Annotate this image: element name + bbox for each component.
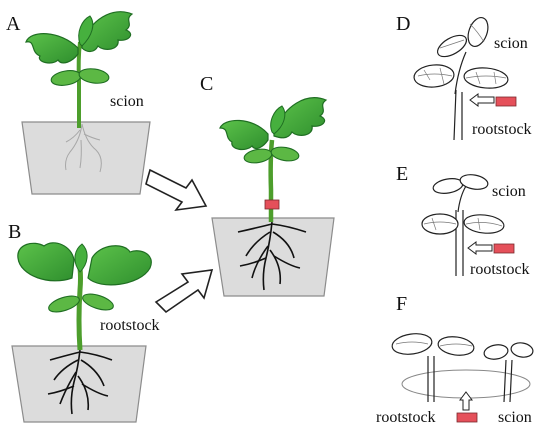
cotyledon-c-left — [243, 148, 273, 164]
panel-label-b: B — [8, 221, 22, 243]
panel-label-f: F — [396, 293, 408, 315]
panel-b-rootstock-plant — [11, 242, 152, 423]
label-d-rootstock: rootstock — [472, 121, 532, 138]
panel-c-grafted-plant — [211, 97, 335, 297]
graft-clip-icon — [264, 199, 280, 210]
rootstock-cotyledon-d-right — [463, 67, 509, 89]
panel-f-line-drawing — [391, 333, 534, 411]
scion-cotyledon-e-right — [459, 174, 489, 190]
cotyledon-b-left — [48, 295, 80, 313]
roots-c — [237, 221, 307, 291]
right-arrow-icon — [145, 168, 208, 212]
stem-d-rootstock — [453, 89, 463, 141]
stem-d-scion — [454, 51, 467, 95]
cotyledon-b-right — [82, 293, 114, 311]
faint-roots-a — [65, 123, 102, 173]
graft-clip-icon — [456, 412, 478, 423]
stem-a — [76, 41, 82, 128]
leaf-b-top — [74, 243, 88, 273]
panel-label-a: A — [6, 13, 21, 35]
cotyledon-f-right-2 — [510, 342, 534, 358]
leaf-c-right — [273, 97, 328, 139]
scion-cotyledon-d-2 — [467, 16, 489, 48]
stem-f-right — [503, 359, 513, 403]
label-f-scion: scion — [498, 409, 532, 426]
stem-e-scion — [457, 185, 467, 213]
roots-b — [47, 349, 113, 415]
stem-c — [268, 139, 275, 222]
label-f-rootstock: rootstock — [376, 409, 436, 426]
left-arrow-icon — [467, 241, 493, 255]
pot-b — [11, 345, 147, 423]
panel-label-d: D — [396, 13, 411, 35]
cotyledon-f-left-1 — [391, 333, 433, 355]
up-arrow-icon — [459, 391, 473, 411]
cotyledon-a-right — [78, 68, 110, 84]
leaf-a-top — [78, 15, 94, 47]
rootstock-cotyledon-e-right — [463, 214, 505, 234]
pot-c — [211, 217, 335, 297]
label-a-scion: scion — [110, 93, 144, 110]
leaf-c-left — [219, 119, 269, 151]
panel-e-line-drawing — [421, 174, 505, 276]
label-e-rootstock: rootstock — [470, 261, 530, 278]
cotyledon-f-right-1 — [483, 344, 509, 360]
panel-d-line-drawing — [413, 16, 509, 141]
graft-clip-icon — [493, 243, 515, 254]
cotyledon-f-left-2 — [437, 336, 475, 356]
stem-b — [76, 267, 83, 351]
label-e-scion: scion — [492, 183, 526, 200]
stem-f-left — [427, 356, 435, 402]
right-arrow-icon — [154, 269, 214, 314]
left-arrow-icon — [469, 93, 495, 107]
label-d-scion: scion — [494, 35, 528, 52]
panel-label-c: C — [200, 73, 214, 95]
leaf-a-right — [81, 11, 134, 53]
graft-clip-icon — [495, 96, 517, 107]
pot-a — [21, 121, 151, 195]
scion-cotyledon-e-left — [432, 178, 464, 194]
panel-label-e: E — [396, 163, 409, 185]
scion-cotyledon-d-1 — [436, 34, 468, 58]
rootstock-cotyledon-e-left — [421, 213, 459, 235]
leaf-a-left — [25, 33, 79, 64]
label-b-rootstock: rootstock — [100, 317, 160, 334]
panel-a-scion-plant — [21, 11, 151, 195]
leaf-b-left — [17, 242, 75, 282]
leaf-c-top — [270, 105, 286, 135]
leaf-b-right — [87, 245, 152, 286]
cotyledon-c-right — [270, 146, 300, 162]
